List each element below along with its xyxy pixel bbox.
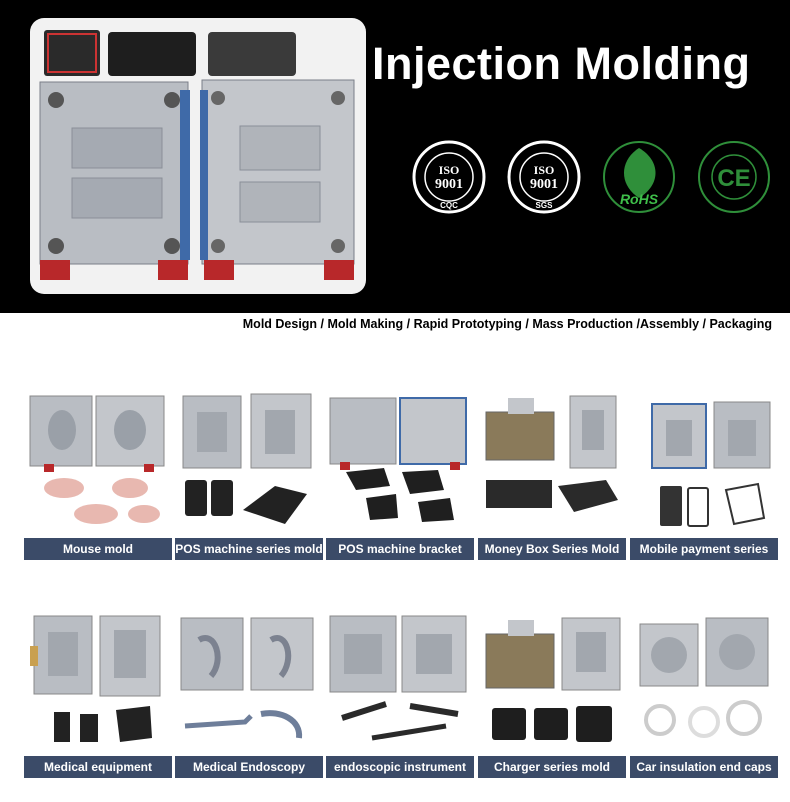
product-image [630, 390, 778, 530]
product-label: Mouse mold [24, 538, 172, 560]
hero-banner: Injection Molding ISO 9001 CQC ISO 9001 … [0, 0, 790, 313]
cert-code: RoHS [620, 191, 659, 207]
product-image [478, 610, 626, 750]
product-image [478, 390, 626, 530]
page-title: Injection Molding [372, 38, 751, 89]
product-label: POS machine series mold [175, 538, 323, 560]
rohs-badge-icon: RoHS [600, 138, 678, 216]
services-line: Mold Design / Mold Making / Rapid Protot… [242, 317, 772, 331]
product-label: Medical Endoscopy [175, 756, 323, 778]
product-label: endoscopic instrument [326, 756, 474, 778]
product-image [175, 390, 323, 530]
cert-body: CQC [440, 201, 458, 210]
iso-cqc-badge-icon: ISO 9001 CQC [410, 138, 488, 216]
product-label: Charger series mold [478, 756, 626, 778]
cert-number: 9001 [435, 177, 463, 192]
cert-code: ISO [439, 163, 460, 177]
product-image [24, 610, 172, 750]
product-image [326, 610, 474, 750]
cert-number: 9001 [530, 177, 558, 192]
product-image [24, 390, 172, 530]
cert-code: ISO [534, 163, 555, 177]
hero-mold-image [30, 18, 366, 294]
product-label: POS machine bracket [326, 538, 474, 560]
iso-sgs-badge-icon: ISO 9001 SGS [505, 138, 583, 216]
cert-body: SGS [536, 201, 554, 210]
product-image [326, 390, 474, 530]
product-label: Car insulation end caps [630, 756, 778, 778]
product-image [175, 610, 323, 750]
product-label: Money Box Series Mold [478, 538, 626, 560]
product-label: Medical equipment [24, 756, 172, 778]
product-image [630, 610, 778, 750]
ce-badge-icon: CE [695, 138, 773, 216]
certification-badges: ISO 9001 CQC ISO 9001 SGS RoHS [410, 138, 770, 218]
product-label: Mobile payment series [630, 538, 778, 560]
cert-code: CE [717, 165, 750, 192]
